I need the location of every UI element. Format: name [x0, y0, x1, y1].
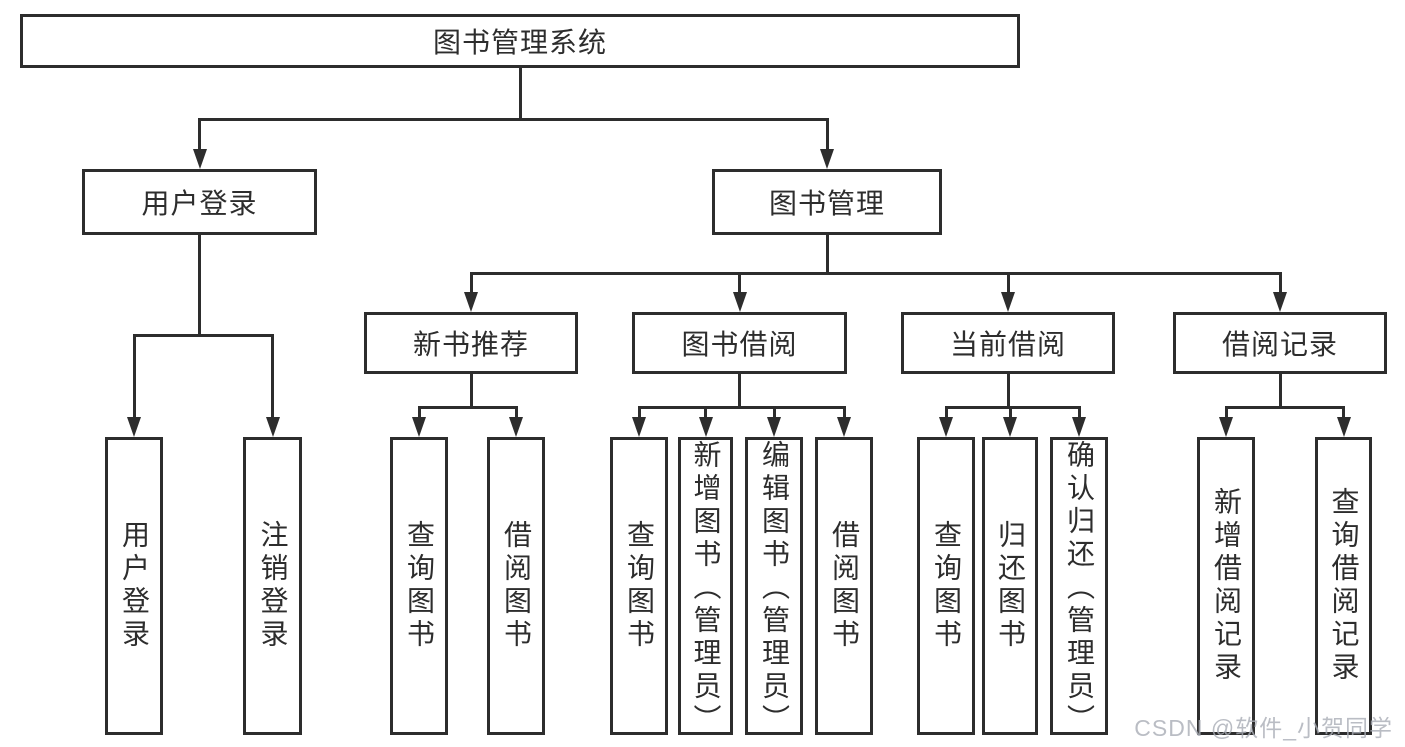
node-label-leaf-cur-return: 归还图书: [995, 520, 1026, 652]
node-label-login: 用户登录: [141, 188, 258, 219]
connector-arrowhead-icon: [192, 149, 207, 169]
connector-stem: [1278, 374, 1282, 409]
node-recommend: 新书推荐: [364, 312, 578, 374]
node-leaf-record-query: 查询借阅记录: [1315, 437, 1372, 735]
node-label-leaf-bor-edit: 编辑图书（管理员）: [759, 440, 790, 737]
node-label-borrow: 图书借阅: [681, 329, 798, 360]
connector-arrowhead-icon: [632, 417, 646, 437]
node-label-root: 图书管理系统: [432, 27, 607, 58]
node-label-recommend: 新书推荐: [412, 329, 529, 360]
connector-drop: [1008, 406, 1012, 423]
node-leaf-rec-query: 查询图书: [390, 437, 448, 735]
connector-bus: [132, 334, 274, 337]
node-leaf-record-add: 新增借阅记录: [1197, 437, 1255, 735]
connector-arrowhead-icon: [1003, 417, 1017, 437]
connector-stem: [738, 374, 741, 409]
connector-drop: [198, 118, 201, 155]
connector-bus: [637, 406, 846, 409]
connector-drop: [1342, 406, 1345, 423]
node-mgmt: 图书管理: [712, 169, 942, 235]
connector-drop: [842, 406, 846, 423]
connector-bus: [198, 118, 829, 121]
connector-bus: [469, 272, 1282, 275]
connector-arrowhead-icon: [1001, 292, 1015, 312]
connector-drop: [1224, 406, 1228, 423]
connector-drop: [738, 272, 741, 298]
node-leaf-bor-borrow: 借阅图书: [815, 437, 873, 735]
node-login: 用户登录: [82, 169, 317, 235]
node-current: 当前借阅: [901, 312, 1115, 374]
node-label-leaf-record-add: 新增借阅记录: [1211, 487, 1242, 685]
connector-arrowhead-icon: [732, 292, 747, 312]
node-record: 借阅记录: [1173, 312, 1387, 374]
connector-drop: [469, 272, 473, 298]
connector-arrowhead-icon: [1336, 417, 1351, 437]
node-leaf-bor-edit: 编辑图书（管理员）: [745, 437, 803, 737]
node-label-current: 当前借阅: [949, 329, 1066, 360]
connector-drop: [637, 406, 641, 423]
node-leaf-bor-add: 新增图书（管理员）: [678, 437, 733, 737]
connector-arrowhead-icon: [939, 417, 953, 437]
connector-drop: [417, 406, 421, 423]
connector-stem: [1006, 374, 1010, 409]
node-label-leaf-rec-query: 查询图书: [404, 520, 435, 652]
connector-drop: [132, 334, 136, 423]
node-label-record: 借阅记录: [1221, 329, 1338, 360]
node-label-leaf-bor-borrow: 借阅图书: [829, 520, 860, 652]
connector-arrowhead-icon: [412, 417, 426, 437]
node-label-leaf-bor-add: 新增图书（管理员）: [690, 440, 722, 737]
node-label-leaf-user-login: 用户登录: [119, 520, 150, 652]
connector-arrowhead-icon: [767, 417, 781, 437]
connector-arrowhead-icon: [509, 417, 523, 437]
connector-arrowhead-icon: [464, 292, 478, 312]
node-leaf-bor-query: 查询图书: [610, 437, 668, 735]
connector-drop: [1278, 272, 1282, 298]
node-leaf-rec-borrow: 借阅图书: [487, 437, 545, 735]
connector-arrowhead-icon: [265, 417, 280, 437]
connector-stem: [198, 235, 201, 337]
node-leaf-cur-query: 查询图书: [917, 437, 975, 735]
node-label-leaf-bor-query: 查询图书: [624, 520, 655, 652]
connector-arrowhead-icon: [837, 417, 851, 437]
connector-drop: [944, 406, 948, 423]
connector-drop: [1006, 272, 1010, 298]
node-label-leaf-rec-borrow: 借阅图书: [501, 520, 532, 652]
node-root: 图书管理系统: [20, 14, 1020, 68]
node-label-leaf-cur-query: 查询图书: [931, 520, 962, 652]
connector-drop: [271, 334, 274, 423]
connector-arrowhead-icon: [820, 149, 834, 169]
connector-arrowhead-icon: [1273, 292, 1287, 312]
connector-drop: [825, 118, 829, 155]
connector-drop: [514, 406, 518, 423]
node-leaf-cur-confirm: 确认归还（管理员）: [1050, 437, 1108, 737]
connector-drop: [704, 406, 707, 423]
node-label-leaf-logout: 注销登录: [257, 520, 289, 652]
connector-stem: [518, 68, 522, 121]
node-borrow: 图书借阅: [632, 312, 847, 374]
connector-stem: [469, 374, 473, 409]
connector-arrowhead-icon: [698, 417, 713, 437]
node-label-leaf-cur-confirm: 确认归还（管理员）: [1064, 440, 1095, 737]
connector-arrowhead-icon: [1219, 417, 1233, 437]
node-leaf-user-login: 用户登录: [105, 437, 163, 735]
connector-arrowhead-icon: [1072, 417, 1086, 437]
node-leaf-logout: 注销登录: [243, 437, 302, 735]
connector-bus: [1224, 406, 1345, 409]
connector-bus: [417, 406, 518, 409]
connector-stem: [825, 235, 829, 275]
connector-arrowhead-icon: [127, 417, 141, 437]
connector-bus: [944, 406, 1081, 409]
connector-drop: [1077, 406, 1081, 423]
node-label-mgmt: 图书管理: [768, 188, 885, 219]
node-label-leaf-record-query: 查询借阅记录: [1328, 487, 1360, 685]
node-leaf-cur-return: 归还图书: [982, 437, 1038, 735]
connector-drop: [772, 406, 776, 423]
